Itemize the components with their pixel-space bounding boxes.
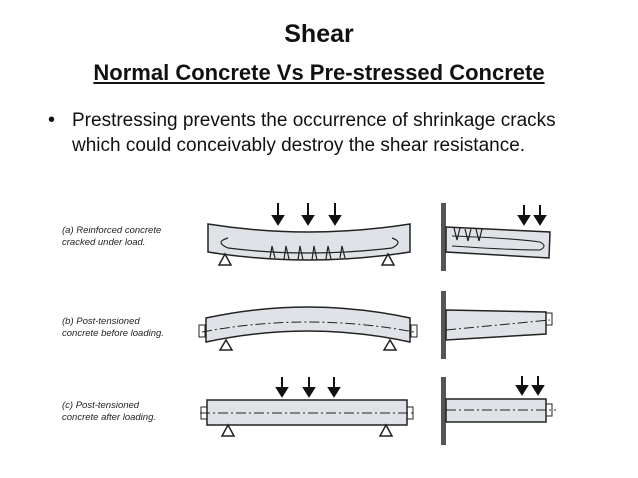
load-arrows-c-right xyxy=(515,376,545,396)
caption-after-line2: concrete after loading. xyxy=(62,412,157,423)
rebar-line xyxy=(220,237,399,254)
slide-subtitle: Normal Concrete Vs Pre-stressed Concrete xyxy=(93,60,545,85)
caption-reinforced-line1: (a) Reinforced concrete xyxy=(62,225,162,236)
slide-title: Shear xyxy=(284,20,354,48)
load-arrows-a xyxy=(271,203,342,226)
beam-reinforced-cracked xyxy=(207,223,411,261)
supports-c xyxy=(220,423,394,437)
wall-c xyxy=(441,377,446,445)
beam-c-right xyxy=(441,376,556,445)
bullet-icon: • xyxy=(48,109,56,131)
load-arrows-a-right xyxy=(517,205,547,226)
beam-a-right xyxy=(441,203,551,271)
shear-cracks xyxy=(269,245,346,261)
wall-b xyxy=(441,291,446,359)
cantilever-cracks xyxy=(453,227,483,242)
wall-a xyxy=(441,203,446,271)
caption-after-line1: (c) Post-tensioned xyxy=(62,400,140,411)
caption-before-line1: (b) Post-tensioned xyxy=(62,316,140,327)
beam-c-left xyxy=(200,377,416,437)
caption-post-tensioned-after: (c) Post-tensioned concrete after loadin… xyxy=(62,400,202,424)
load-arrows-c xyxy=(275,377,341,398)
anchorages-c xyxy=(200,406,414,420)
tendon-b xyxy=(201,321,415,333)
supports-b xyxy=(218,338,398,351)
beam-post-tensioned-before xyxy=(205,306,411,343)
caption-before-line2: concrete before loading. xyxy=(62,328,164,339)
bullet-text: Prestressing prevents the occurrence of … xyxy=(72,110,556,156)
supports-a xyxy=(217,252,396,266)
cantilever-cracked xyxy=(445,226,551,259)
anchorages-b xyxy=(198,324,418,338)
beam-a-left xyxy=(207,203,411,266)
beam-b-right xyxy=(441,291,553,359)
caption-reinforced-line2: cracked under load. xyxy=(62,237,146,248)
caption-post-tensioned-before: (b) Post-tensioned concrete before loadi… xyxy=(62,316,202,340)
beam-b-left xyxy=(198,306,418,351)
caption-reinforced: (a) Reinforced concrete cracked under lo… xyxy=(62,225,202,249)
